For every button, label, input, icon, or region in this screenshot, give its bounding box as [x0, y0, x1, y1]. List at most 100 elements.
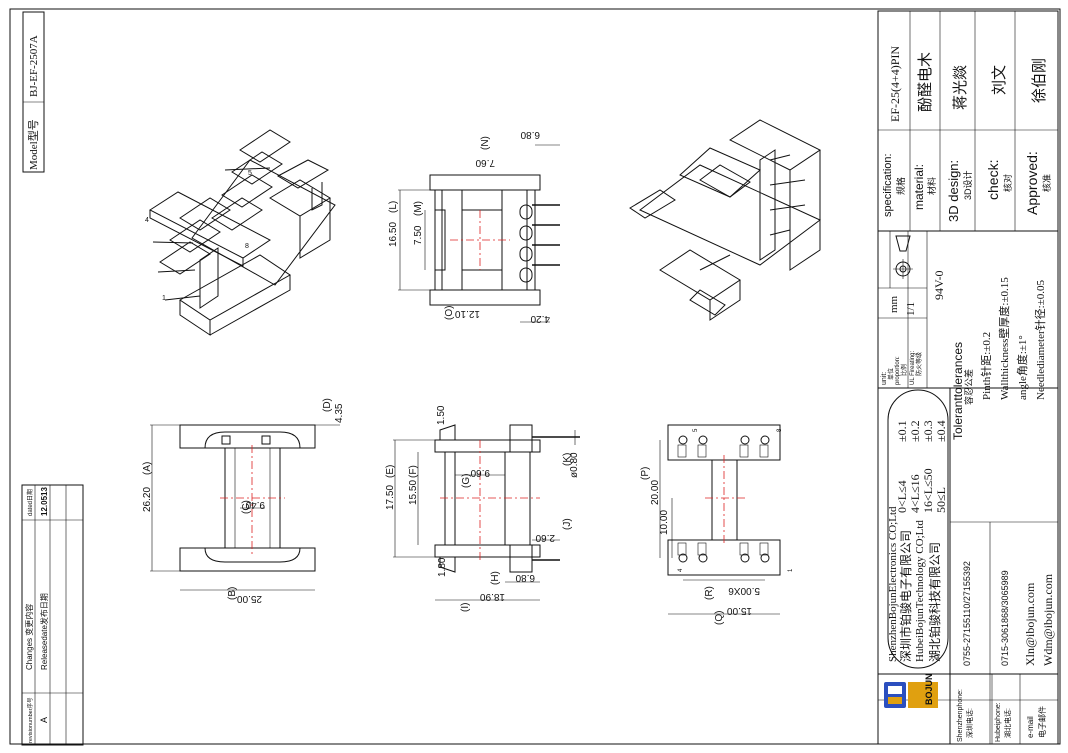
contact-sz-value: 0755-27155110/27155392: [962, 561, 972, 666]
dim-t150: 1.50: [436, 405, 447, 425]
dim-t420: 4.20: [530, 313, 550, 324]
proportion-cn: 比例: [900, 364, 908, 376]
tolerance-note-2: Wallthickness壁厚度:±0.15: [997, 277, 1011, 400]
dim-K-letter: (K): [562, 453, 573, 466]
dim-I-value: 18.90: [480, 591, 505, 602]
dim-Q-value: 15.00: [727, 605, 752, 616]
tolerances-cn: 容忍公差: [963, 369, 974, 405]
dim-F-letter: (F): [408, 465, 419, 478]
contact-hb-cn: 湖北电话:: [1003, 708, 1012, 738]
dim-F-value: 15.50: [408, 480, 419, 505]
pin-label-1: 1: [162, 295, 166, 302]
bottom-pin-label-4: 4: [678, 568, 684, 572]
specification-label: specification:: [882, 153, 894, 217]
contact-sz-label: Shenzhenphone:: [957, 689, 964, 742]
approved-value: 徐伯刚: [1031, 58, 1048, 103]
changes-row-change: Releasedate发布日期: [39, 593, 49, 670]
dim-B-value: 25.00: [237, 593, 262, 604]
tolerance-note-1: Pinth针距:±0.2: [979, 332, 993, 400]
tolerances-label: Toleranttolerances: [951, 342, 965, 440]
bottom-pin-label-8: 8: [777, 428, 783, 432]
side-view: 16.50 (L) 7.50 (M) 7.60 (N) 6.80 12.10 (…: [388, 129, 560, 324]
specification-cn: 规格: [895, 177, 906, 195]
dim-E-letter: (E): [385, 465, 396, 478]
changes-header-date: dated日期: [26, 489, 34, 516]
isometric-view-pins-side: [629, 119, 821, 321]
changes-row-rev: A: [39, 717, 49, 723]
dim-L-value: 16.50: [388, 222, 399, 247]
bojun-logo: BOJUN: [884, 673, 938, 708]
dim-J-letter: (J): [562, 518, 573, 530]
dim-J-value: 2.60: [535, 532, 555, 543]
dim-G-letter: (G): [461, 474, 472, 488]
bottom-pin-label-5: 5: [693, 428, 699, 432]
dim-A-value: 26.20: [142, 487, 153, 512]
dim-N-letter: (N): [480, 136, 491, 150]
contact-email-value-1: Xln@ibojun.com: [1023, 582, 1037, 666]
projection-symbol-icon: [893, 235, 913, 279]
model-label: Model型号: [26, 119, 40, 170]
dim-M-letter: (M): [413, 201, 424, 216]
tolerance-note-3: angle角度:±1°: [1015, 335, 1029, 400]
top-view: 17.50 (E) 15.50 (F) 9.60 (G) 6.80 (H) 18…: [385, 405, 580, 612]
bottom-view: 5 8 4 1 20.00 (P) 10.00 5.00X6 (R) 15.00…: [640, 424, 794, 625]
design-cn: 3D设计: [962, 170, 973, 200]
material-cn: 材料: [926, 177, 937, 195]
material-label: material:: [912, 164, 926, 210]
company-line-3: HubeiBojunTechnology CO;Ltd: [914, 520, 926, 662]
dim-O-value: 12.10: [455, 308, 480, 319]
tolerance-range-2: 4<L≤16: [908, 474, 922, 513]
changes-table: revisionumber序号 Changes 变更内容 dated日期 A R…: [21, 484, 84, 746]
design-value: 蒋光燚: [952, 65, 969, 110]
tolerance-value-1: ±0.1: [895, 420, 909, 442]
contact-hb-value: 0715-3061868/3065989: [1000, 570, 1010, 666]
contact-email-cn: 电子邮件: [1037, 706, 1047, 738]
model-value: BJ-EF-2507A: [28, 35, 40, 97]
dim-H-value: 6.80: [515, 572, 535, 583]
tolerance-range-3: 16<L≤50: [921, 468, 935, 513]
tolerance-value-2: ±0.2: [908, 420, 922, 442]
contact-email-value-2: Wdm@ibojun.com: [1041, 573, 1055, 666]
approved-label: Approved:: [1024, 151, 1040, 215]
unit-value: mm: [888, 295, 900, 313]
dim-t680b: 6.80: [520, 129, 540, 140]
dim-A-letter: (A): [142, 462, 153, 475]
changes-row-date: 12.0513: [40, 487, 49, 516]
dim-P-value: 20.00: [650, 480, 661, 505]
tolerance-value-4: ±0.4: [934, 420, 948, 442]
unit-cn: 单位: [887, 368, 895, 380]
proportion-label: proportion:: [895, 356, 901, 385]
material-value: 酚醛电木: [917, 52, 934, 112]
sheet-border: [9, 8, 1061, 745]
dim-N-value: 7.60: [475, 157, 495, 168]
dim-R-letter: (R): [704, 586, 715, 600]
dim-R-value: 5.00X6: [728, 585, 760, 596]
contact-hb-label: Hubeiphone:: [995, 702, 1002, 742]
contact-sz-cn: 深圳电话:: [965, 708, 974, 738]
ul-label: UL Fireating:: [910, 351, 916, 385]
pin-label-5: 5: [248, 170, 252, 177]
dim-M-value: 7.50: [413, 225, 424, 245]
tolerance-value-3: ±0.3: [921, 420, 935, 442]
dim-E-value: 17.50: [385, 485, 396, 510]
dim-C-letter: (C): [241, 500, 252, 514]
dim-D-value: 4.35: [334, 403, 345, 423]
company-line-1: ShenzhenBojunElectronics CO;Ltd: [887, 506, 899, 662]
dim-G-value: 9.60: [470, 467, 490, 478]
check-cn: 核对: [1002, 174, 1013, 192]
dim-S-value: 10.00: [659, 510, 670, 535]
dim-Q-letter: (Q): [714, 611, 725, 625]
check-value: 刘文: [991, 65, 1008, 95]
proportion-value: 1/1: [905, 302, 917, 316]
design-label: 3D design:: [946, 160, 961, 222]
changes-header-change: Changes 变更内容: [24, 604, 34, 670]
isometric-view-pins-up: 4 1 5 8: [145, 129, 336, 336]
dim-H-letter: (H): [490, 571, 501, 585]
bottom-pin-label-1: 1: [788, 568, 794, 572]
brand-text: BOJUN: [924, 673, 934, 705]
dim-L-letter: (L): [388, 201, 399, 213]
dim-C-value: 9.40: [245, 499, 265, 510]
unit-label: unit:: [881, 372, 888, 385]
approved-cn: 核准: [1041, 174, 1052, 192]
